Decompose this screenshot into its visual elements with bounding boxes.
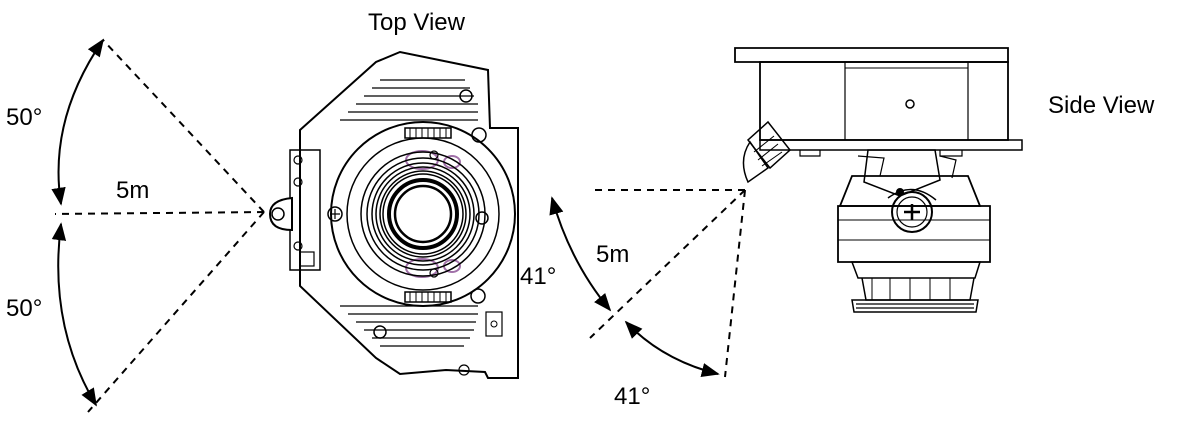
side-angle-right-arc [549,196,612,312]
side-camera-base-plate [759,139,1023,151]
label-top-angle-upper: 50° [6,104,42,131]
top-fov-upper-line [102,39,265,213]
top-camera-screw [459,89,473,103]
top-camera-connector [268,196,293,232]
top-view-fov [51,38,265,413]
label-side-angle-bottom: 41° [614,383,650,410]
label-side-distance: 5m [596,241,629,268]
label-top-view: Top View [368,9,466,36]
top-fov-lower-line [87,211,265,413]
side-camera-dome-lower [837,205,991,263]
side-camera-skirt [850,261,982,279]
top-camera-lower-grille [340,305,478,347]
side-fov-center-line [589,189,746,339]
side-camera-cable-gland [746,120,792,170]
top-angle-lower-arc [51,222,97,407]
top-fov-center-line [54,211,265,215]
side-fov-lower-line [724,189,746,378]
side-camera-housing [734,47,1009,63]
top-camera-screw [470,288,486,304]
side-camera-lens [851,299,979,313]
top-camera-lens-ring [330,121,516,307]
top-camera-screw [373,325,387,339]
label-side-view: Side View [1048,92,1155,119]
side-view-camera [734,47,1023,313]
label-top-angle-lower: 50° [6,295,42,322]
side-angle-bottom-arc [624,320,720,378]
label-side-angle-right: 41° [520,263,556,290]
side-camera-dome-upper [838,175,982,207]
side-view-fov [549,189,746,378]
label-top-distance: 5m [116,177,149,204]
top-view-camera [268,50,519,379]
top-angle-upper-arc [51,38,105,206]
top-camera-upper-grille [340,79,478,121]
top-camera-screw [458,364,470,376]
side-camera-knob [891,191,933,233]
top-camera-screw [327,206,343,222]
top-camera-lens [360,151,486,277]
top-camera-body-outline [299,50,519,379]
